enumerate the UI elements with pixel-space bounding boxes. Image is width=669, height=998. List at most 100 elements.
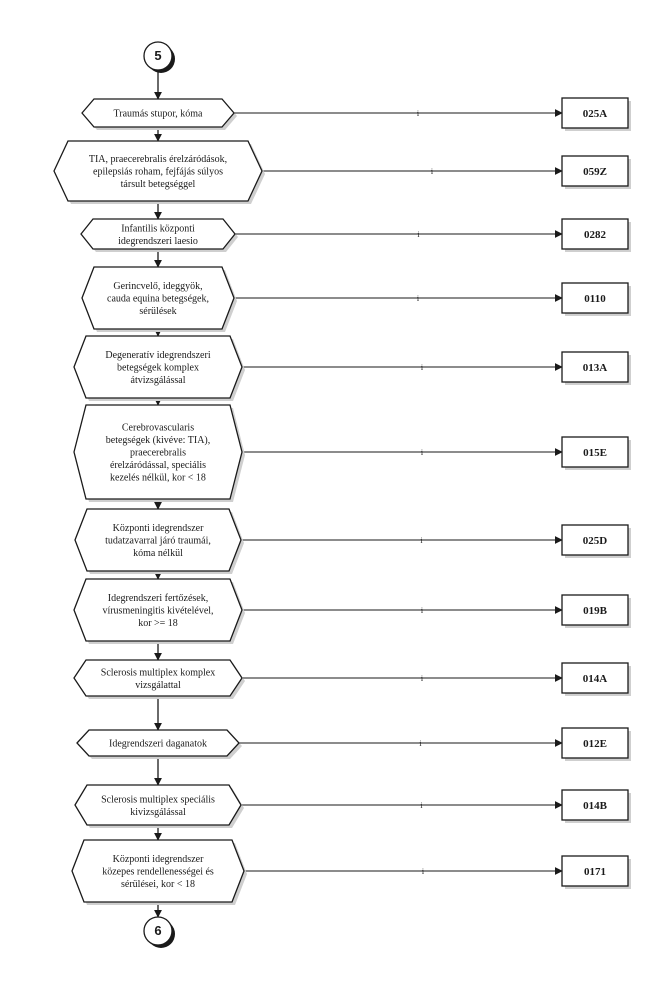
- decision-7: Központi idegrendszer tudatzavarral járó …: [74, 508, 244, 574]
- decision-text-12: közepes rendellenességei és: [102, 867, 214, 878]
- code-box-rect-9: [561, 662, 629, 694]
- code-label-11: 014B: [583, 800, 608, 812]
- yes-mark-10: i: [419, 739, 422, 748]
- code-box-rect-1: [561, 97, 629, 129]
- decision-text-8: kor >= 18: [138, 618, 178, 629]
- decision-text-7: Központi idegrendszer: [113, 523, 204, 534]
- yes-mark-3: i: [417, 230, 420, 239]
- code-label-5: 013A: [583, 362, 608, 374]
- decision-2: TIA, praecerebralis érelzáródások, epilep…: [53, 140, 265, 204]
- code-box-rect-8: [561, 594, 629, 626]
- yes-mark-1: i: [417, 109, 420, 118]
- yes-mark-6: i: [421, 448, 424, 457]
- code-label-8: 019B: [583, 605, 608, 617]
- code-box-11: 014B: [561, 789, 631, 823]
- decision-text-10: Idegrendszeri daganatok: [109, 739, 207, 750]
- code-box-9: 014A: [561, 662, 631, 696]
- code-label-3: 0282: [584, 229, 607, 241]
- decision-shape-7: [74, 508, 242, 572]
- code-label-6: 015E: [583, 447, 607, 459]
- decision-text-4: cauda equina betegségek,: [107, 294, 209, 305]
- code-box-rect-3: [561, 218, 629, 250]
- decision-shape-12: [71, 839, 245, 903]
- decision-text-4: Gerincvelő, ideggyök,: [113, 281, 202, 292]
- code-box-8: 019B: [561, 594, 631, 628]
- code-label-12: 0171: [584, 866, 606, 878]
- decision-text-6: érelzáródással, speciális: [110, 460, 206, 471]
- code-box-rect-4: [561, 282, 629, 314]
- decision-text-11: kivizsgálással: [130, 807, 186, 818]
- decision-text-8: Idegrendszeri fertőzések,: [108, 593, 209, 604]
- code-label-10: 012E: [583, 738, 607, 750]
- connector-out-circle: [143, 916, 173, 946]
- code-label-9: 014A: [583, 673, 608, 685]
- code-box-4: 0110: [561, 282, 631, 316]
- decision-10: Idegrendszeri daganatok: [76, 729, 242, 759]
- connector-out: 6: [143, 916, 175, 948]
- code-box-rect-6: [561, 436, 629, 468]
- decision-text-6: Cerebrovascularis: [122, 423, 194, 434]
- yes-mark-12: i: [422, 867, 425, 876]
- decision-text-11: Sclerosis multiplex speciális: [101, 794, 215, 805]
- code-box-rect-7: [561, 524, 629, 556]
- decision-text-6: praecerebralis: [130, 448, 186, 459]
- decision-shape-3: [80, 218, 236, 250]
- decision-shape-6: [73, 404, 243, 500]
- decision-text-7: tudatzavarral járó traumái,: [105, 536, 211, 547]
- decision-text-12: sérülései, kor < 18: [121, 879, 195, 890]
- decision-text-3: Infantilis központi: [121, 223, 195, 234]
- yes-mark-2: i: [431, 167, 434, 176]
- decision-shape-5: [73, 335, 243, 399]
- decision-5: Degeneratív idegrendszeri betegségek komp…: [73, 335, 245, 401]
- decision-text-2: társult betegséggel: [121, 179, 196, 190]
- code-box-rect-11: [561, 789, 629, 821]
- decision-shape-2: [53, 140, 263, 202]
- decision-text-6: kezelés nélkül, kor < 18: [110, 473, 206, 484]
- code-box-7: 025D: [561, 524, 631, 558]
- decision-text-9: vizsgálattal: [135, 680, 181, 691]
- code-label-2: 059Z: [583, 166, 607, 178]
- code-box-rect-12: [561, 855, 629, 887]
- decision-shape-8: [73, 578, 243, 642]
- code-box-12: 0171: [561, 855, 631, 889]
- decision-text-2: TIA, praecerebralis érelzáródások,: [89, 154, 227, 165]
- code-box-2: 059Z: [561, 155, 631, 189]
- decision-shape-9: [73, 659, 243, 697]
- yes-mark-9: i: [421, 674, 424, 683]
- code-label-4: 0110: [584, 293, 606, 305]
- decision-8: Idegrendszeri fertőzések, vírusmeningitis…: [73, 578, 245, 644]
- decision-text-9: Sclerosis multiplex komplex: [101, 667, 215, 678]
- yes-mark-5: i: [421, 363, 424, 372]
- decision-11: Sclerosis multiplex speciális kivizsgálás…: [74, 784, 244, 828]
- yes-mark-4: i: [417, 294, 420, 303]
- decision-9: Sclerosis multiplex komplex vizsgálattal: [73, 659, 245, 699]
- decision-text-2: epilepsiás roham, fejfájás súlyos: [93, 167, 223, 178]
- yes-mark-11: i: [420, 801, 423, 810]
- decision-shape-11: [74, 784, 242, 826]
- decision-1: Traumás stupor, kóma: [81, 98, 237, 130]
- decision-text-7: kóma nélkül: [133, 548, 183, 559]
- yes-mark-8: i: [421, 606, 424, 615]
- code-box-3: 0282: [561, 218, 631, 252]
- connector-in-label: 5: [154, 48, 161, 63]
- connector-in: 5: [143, 41, 175, 73]
- decision-3: Infantilis központi idegrendszeri laesio: [80, 218, 238, 252]
- decision-shape-1: [81, 98, 235, 128]
- decision-text-6: betegségek (kivéve: TIA),: [106, 435, 211, 446]
- code-box-6: 015E: [561, 436, 631, 470]
- decision-text-3: idegrendszeri laesio: [118, 236, 198, 247]
- code-box-rect-2: [561, 155, 629, 187]
- decision-text-8: vírusmeningitis kivételével,: [102, 606, 213, 617]
- decision-shape-4: [81, 266, 235, 330]
- code-box-rect-5: [561, 351, 629, 383]
- connector-out-label: 6: [154, 923, 161, 938]
- decision-text-5: Degeneratív idegrendszeri: [105, 350, 210, 361]
- decision-text-5: betegségek komplex: [117, 363, 199, 374]
- decision-text-4: sérülések: [139, 306, 176, 317]
- code-box-rect-10: [561, 727, 629, 759]
- yes-mark-7: i: [420, 536, 423, 545]
- decision-shape-10: [76, 729, 240, 757]
